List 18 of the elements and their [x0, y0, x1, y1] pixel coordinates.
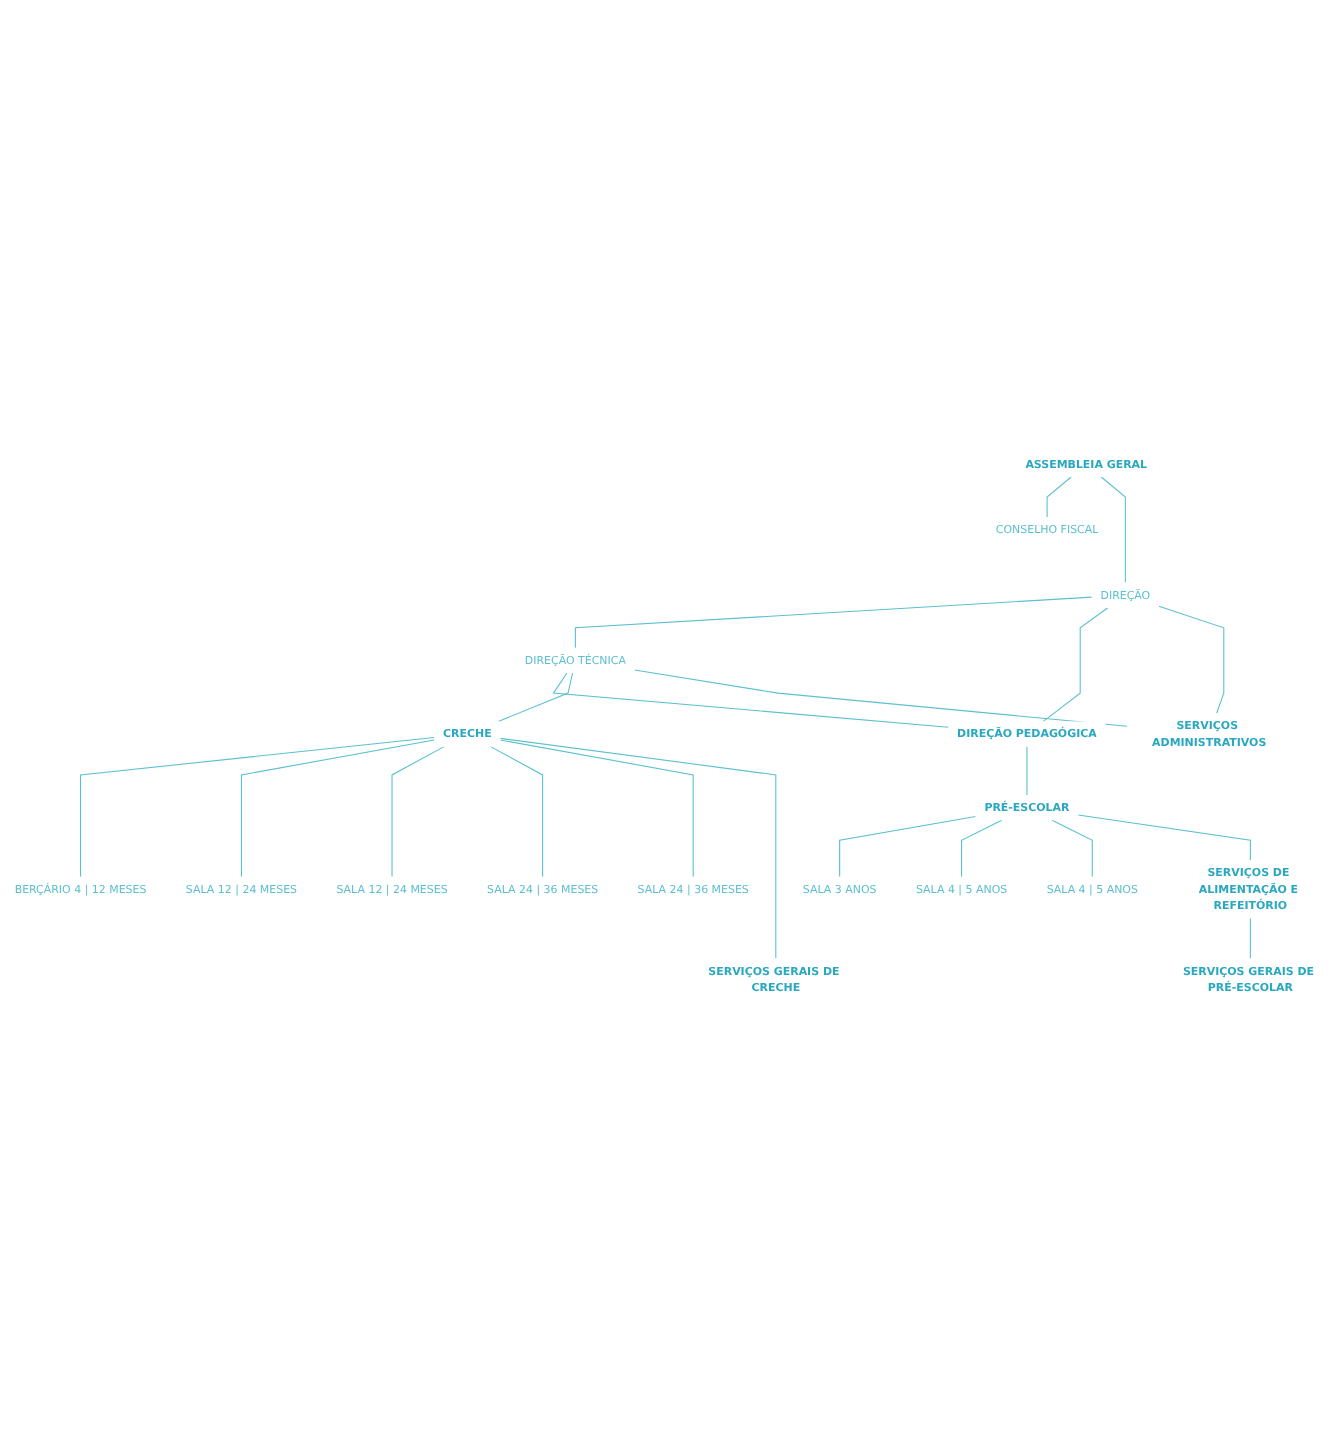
connector — [1249, 917, 1251, 960]
connector — [489, 746, 544, 878]
connector — [499, 739, 694, 878]
connector — [1026, 746, 1028, 796]
connector — [1158, 605, 1225, 714]
connector — [1046, 476, 1072, 518]
connector — [1042, 607, 1109, 722]
connector — [634, 669, 1128, 727]
connector — [1100, 476, 1126, 584]
connector — [839, 815, 977, 878]
connector — [574, 596, 1093, 649]
connector — [240, 739, 435, 878]
connector — [391, 746, 445, 878]
connector — [552, 672, 949, 728]
connector — [499, 737, 777, 960]
connector — [80, 736, 435, 878]
connector — [1077, 814, 1251, 861]
connector — [497, 672, 574, 722]
